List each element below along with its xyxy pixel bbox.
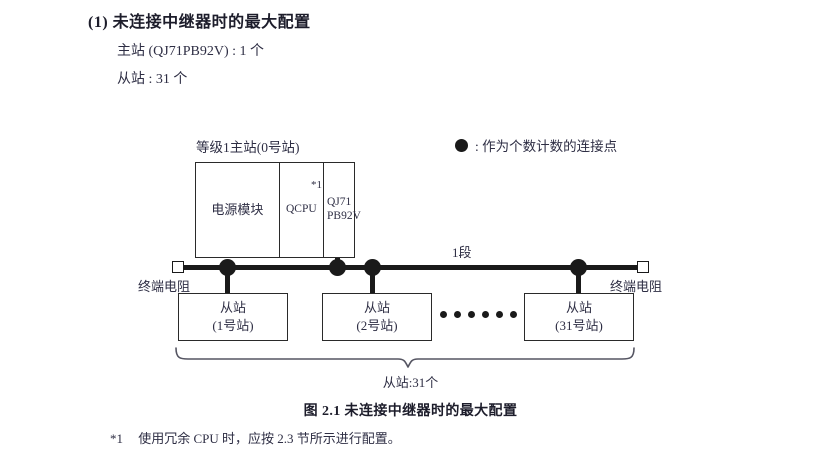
- slave-31-line1: 从站: [565, 300, 592, 316]
- section-title: (1) 未连接中继器时的最大配置: [88, 8, 311, 32]
- slave-2-line1: 从站: [363, 300, 390, 316]
- ellipsis-dot: [454, 311, 461, 318]
- section-line-slave: 从站 : 31 个: [117, 72, 188, 87]
- master-station-box: 电源模块 QCPU *1 QJ71 PB92V: [195, 162, 361, 258]
- slave-2-line2: (2号站): [356, 318, 398, 333]
- filled-circle-icon: [455, 138, 468, 152]
- ellipsis-dot: [440, 311, 447, 318]
- section-title-text: 未连接中继器时的最大配置: [112, 14, 311, 31]
- terminator-right-label: 终端电阻: [610, 279, 663, 294]
- terminator-left-label: 终端电阻: [138, 279, 191, 294]
- slave-group-brace: [170, 346, 640, 375]
- qcpu-cell: QCPU *1: [280, 163, 324, 257]
- footnote-mark: *1: [110, 431, 123, 446]
- brace-svg: [175, 347, 635, 368]
- power-module-cell: 电源模块: [196, 163, 280, 257]
- segment-label: 1段: [452, 245, 472, 260]
- figure-caption: 图 2.1 未连接中继器时的最大配置: [303, 404, 518, 419]
- terminator-right-icon: [637, 261, 649, 273]
- slave-box-1: 从站 (1号站): [178, 293, 288, 341]
- connection-node-master: [329, 259, 346, 276]
- brace-label: 从站:31个: [382, 375, 439, 390]
- ellipsis-dot: [468, 311, 475, 318]
- power-module-label: 电源模块: [211, 202, 264, 218]
- terminator-left-icon: [172, 261, 184, 273]
- pb92v-label-line2: PB92V: [327, 210, 361, 222]
- slave-box-31: 从站 (31号站): [524, 293, 634, 341]
- pb92v-label: QJ71 PB92V: [324, 196, 361, 223]
- slave-1-line2: (1号站): [212, 318, 254, 333]
- pb92v-label-line1: QJ71: [327, 196, 352, 209]
- slave-31-line2: (31号站): [555, 318, 603, 333]
- drop-stub-slave2: [370, 267, 375, 294]
- ellipsis-dot: [510, 311, 517, 318]
- ellipsis-dot: [482, 311, 489, 318]
- section-number: (1): [88, 14, 109, 31]
- qcpu-footnote-mark: *1: [311, 179, 322, 191]
- drop-stub-slave1: [225, 267, 230, 294]
- qcpu-label: QCPU: [286, 203, 317, 216]
- footnote: *1 使用冗余 CPU 时，应按 2.3 节所示进行配置。: [110, 428, 401, 447]
- section-line-master: 主站 (QJ71PB92V) : 1 个: [117, 44, 265, 59]
- slave-1-line1: 从站: [219, 300, 246, 316]
- ellipsis-dot: [496, 311, 503, 318]
- drop-stub-slave31: [576, 267, 581, 294]
- footnote-text: 使用冗余 CPU 时，应按 2.3 节所示进行配置。: [138, 431, 401, 446]
- bus-line: [183, 265, 639, 270]
- master-station-label: 等级1主站(0号站): [196, 140, 300, 155]
- slave-box-2: 从站 (2号站): [322, 293, 432, 341]
- ellipsis-dots: [440, 311, 517, 318]
- pb92v-cell: QJ71 PB92V: [324, 163, 361, 257]
- legend-text: : 作为个数计数的连接点: [475, 139, 618, 154]
- legend: : 作为个数计数的连接点: [455, 135, 617, 155]
